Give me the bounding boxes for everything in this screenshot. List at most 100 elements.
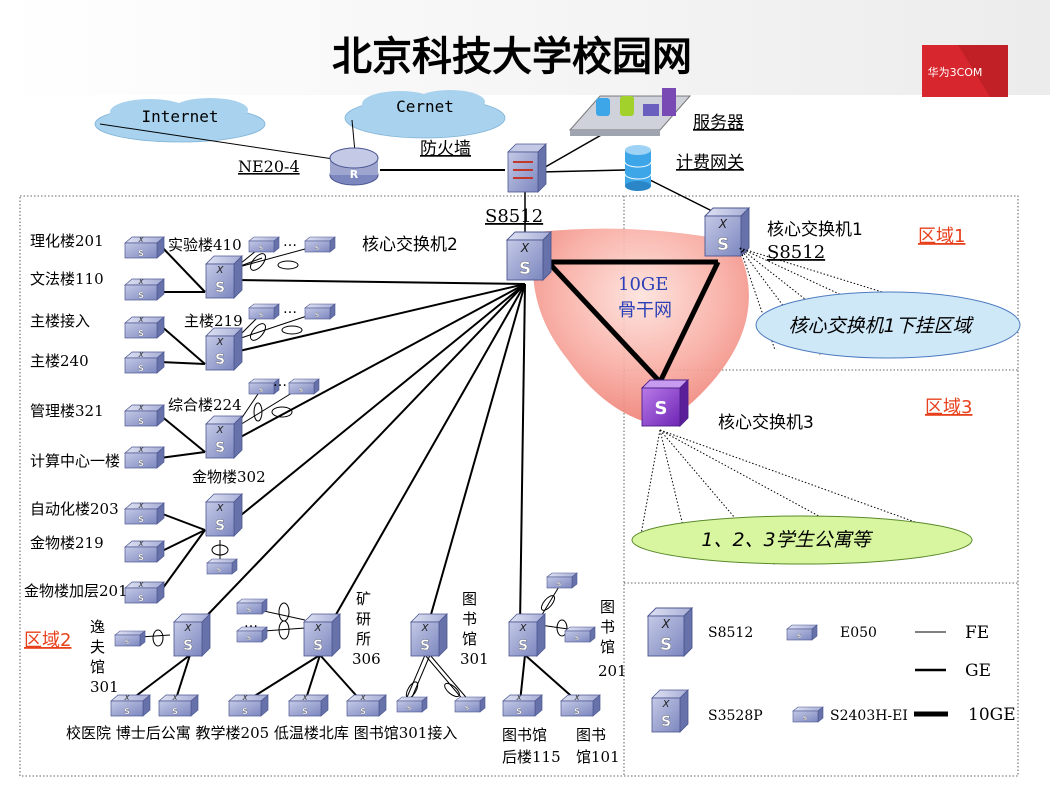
cloud-internet: Internet [94, 98, 266, 143]
core2-name: 核心交换机2 [362, 235, 458, 255]
core1-model: S8512 [767, 242, 825, 263]
billing-gateway-icon [624, 145, 652, 191]
building-label: 主楼219 [184, 312, 243, 330]
vertical-label-yifu: 逸 夫 馆 301 [90, 618, 119, 696]
backbone-10ge [546, 259, 721, 384]
vlabel-char: 夫 [90, 638, 105, 656]
bottom-label-hou1: 图书馆 [502, 726, 547, 744]
vertical-label-kuang: 矿 研 所 306 [352, 590, 381, 668]
svg-text:S: S [655, 398, 668, 419]
edge-switch-icon [124, 235, 165, 259]
tiny-switch-icon [114, 630, 146, 647]
legend-ge: GE [965, 661, 991, 681]
legend-s3528p: S3528P [708, 708, 763, 724]
vlabel-char: 201 [598, 662, 627, 680]
tiny-switch-icon [236, 598, 268, 615]
bottom-label-tsg101a: 图书 [576, 726, 606, 744]
firewall-label: 防火墙 [420, 139, 471, 159]
tiny-switch-icon [546, 572, 578, 589]
access-links-ge [159, 244, 206, 593]
core-switch-3-icon: S [640, 378, 690, 428]
edge-switch-icon [124, 403, 165, 427]
vertical-label-tsg301: 图 书 馆 301 [460, 590, 489, 668]
server-label: 服务器 [693, 113, 744, 133]
huawei-3com-logo: 华为3COM [922, 45, 1008, 97]
logo-text: 华为3COM [928, 65, 983, 79]
agg-switch-5-icon [173, 613, 211, 657]
tiny-switch-icon [288, 378, 320, 395]
vlabel-char: 馆 [90, 658, 105, 676]
vlabel-char: 逸 [90, 618, 105, 636]
building-label: 管理楼321 [30, 402, 104, 420]
left-building-labels: 理化楼201 文法楼110 主楼接入 主楼240 管理楼321 计算中心一楼 自… [24, 232, 128, 600]
tiny-switch-icon [248, 236, 280, 253]
region-1-label: 区域1 [918, 226, 965, 247]
vlabel-char: 所 [356, 630, 371, 648]
more-dots: … [244, 615, 258, 631]
bottom-label-hou2: 后楼115 [502, 748, 561, 766]
billing-label: 计费网关 [676, 153, 744, 173]
vlabel-char: 图 [462, 590, 477, 608]
building-label: 实验楼410 [168, 236, 242, 254]
core2-model: S8512 [485, 206, 543, 227]
legend-fe: FE [965, 623, 989, 643]
edge-switch-icon [124, 445, 165, 469]
vlabel-char: 306 [352, 650, 381, 668]
building-label: 金物楼302 [192, 468, 266, 486]
agg-switch-8-icon [508, 613, 546, 657]
agg-switch-7-icon [410, 613, 448, 657]
vlabel-char: 矿 [356, 590, 371, 608]
vlabel-char: 301 [90, 678, 119, 696]
building-label: 主楼接入 [30, 312, 90, 330]
agg-switch-3-icon [205, 415, 243, 459]
bottom-row-labels: 校医院 博士后公寓 教学楼205 低温楼北库 图书馆301接入 [66, 724, 457, 742]
bottom-label-tsg101b: 馆101 [576, 748, 620, 766]
region1-area-label: 核心交换机1下挂区域 [788, 315, 974, 337]
mid-building-labels: 实验楼410 主楼219 综合楼224 金物楼302 [168, 236, 266, 486]
building-label: 计算中心一楼 [30, 452, 120, 470]
edge-switch-icon [124, 315, 165, 339]
backbone-label-2: 骨干网 [618, 300, 672, 321]
agg-switch-6-icon [303, 613, 341, 657]
server-icon [568, 88, 692, 136]
legend-s8512-icon [647, 607, 693, 657]
tiny-switch-icon [206, 558, 238, 575]
building-label: 理化楼201 [30, 232, 104, 250]
more-dots: … [273, 374, 287, 390]
header-band [0, 0, 1050, 95]
vlabel-char: 书 [462, 610, 477, 628]
tiny-switch-icon [304, 303, 336, 320]
edge-switch-icon [560, 693, 601, 717]
wan-links [99, 119, 721, 232]
cloud-cernet-label: Cernet [396, 97, 454, 116]
edge-switch-icon [502, 693, 543, 717]
edge-switch-icon [124, 350, 165, 374]
router-label: NE20-4 [238, 157, 300, 176]
router-icon: R [329, 147, 379, 186]
firewall-icon [507, 143, 547, 193]
legend-e050: E050 [840, 625, 877, 641]
agg-switch-1-icon [205, 255, 243, 299]
vlabel-char: 书 [600, 618, 615, 636]
legend-s2403-icon [792, 706, 824, 723]
legend-s8512: S8512 [708, 625, 753, 641]
more-dots: … [283, 301, 297, 317]
cloud-cernet: Cernet [344, 90, 506, 139]
legend-10ge: 10GE [968, 705, 1016, 725]
legend-s3528p-icon [651, 689, 689, 733]
region3-area [631, 515, 973, 565]
tiny-switch-icon [564, 626, 596, 643]
backbone-cone [533, 228, 749, 423]
edge-switch-icon [124, 539, 165, 563]
vlabel-char: 301 [460, 650, 489, 668]
edge-switch-icon [110, 693, 151, 717]
building-label: 综合楼224 [168, 396, 242, 414]
edge-switch-icon [124, 580, 165, 604]
vlabel-char: 研 [356, 610, 371, 628]
building-label: 金物楼219 [30, 534, 104, 552]
region-2-label: 区域2 [24, 630, 71, 651]
building-label: 自动化楼203 [30, 500, 119, 518]
region1-area [755, 291, 1021, 359]
tiny-switch-icon [454, 696, 486, 713]
core-switch-1-icon [704, 207, 750, 257]
